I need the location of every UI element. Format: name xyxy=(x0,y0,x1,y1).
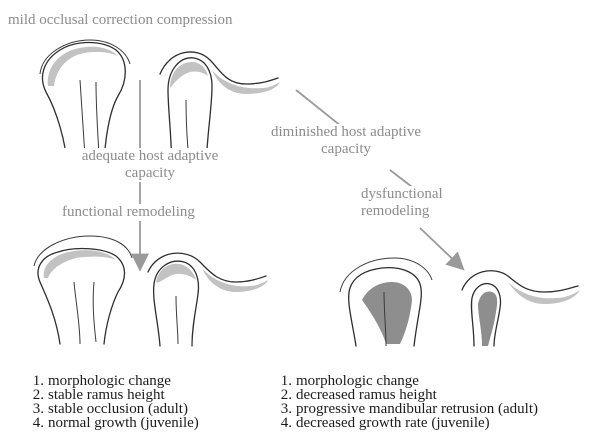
bottom-right-condyle-lateral xyxy=(462,271,580,346)
dysfunctional-remodeling-label: dysfunctional remodeling xyxy=(361,186,443,220)
bottom-left-condyle-frontal xyxy=(34,236,132,344)
list-item: 3.progressive mandibular retrusion (adul… xyxy=(274,402,538,416)
arrow-dysfunctional-lower xyxy=(420,228,462,268)
top-label: mild occlusal correction compression xyxy=(8,12,233,29)
list-item: 2.stable ramus height xyxy=(26,388,199,402)
functional-outcomes-list: 1.morphologic change 2.stable ramus heig… xyxy=(26,374,199,430)
dysfunctional-line2: remodeling xyxy=(361,203,443,220)
functional-remodeling-label: functional remodeling xyxy=(62,204,195,221)
left-capacity-label: adequate host adaptive capacity xyxy=(58,148,242,182)
list-item: 2.decreased ramus height xyxy=(274,388,538,402)
right-capacity-line2: capacity xyxy=(248,141,444,158)
dysfunctional-line1: dysfunctional xyxy=(361,186,443,203)
left-capacity-line2: capacity xyxy=(58,165,242,182)
right-capacity-label: diminished host adaptive capacity xyxy=(248,124,444,158)
left-capacity-line1: adequate host adaptive xyxy=(58,148,242,165)
bottom-right-condyle-frontal xyxy=(340,258,432,346)
right-capacity-line1: diminished host adaptive xyxy=(248,124,444,141)
bottom-left-condyle-lateral xyxy=(148,253,268,346)
list-item: 4.normal growth (juvenile) xyxy=(26,416,199,430)
list-item: 1.morphologic change xyxy=(274,374,538,388)
list-item: 1.morphologic change xyxy=(26,374,199,388)
dysfunctional-outcomes-list: 1.morphologic change 2.decreased ramus h… xyxy=(274,374,538,430)
list-item: 3.stable occlusion (adult) xyxy=(26,402,199,416)
list-item: 4.decreased growth rate (juvenile) xyxy=(274,416,538,430)
